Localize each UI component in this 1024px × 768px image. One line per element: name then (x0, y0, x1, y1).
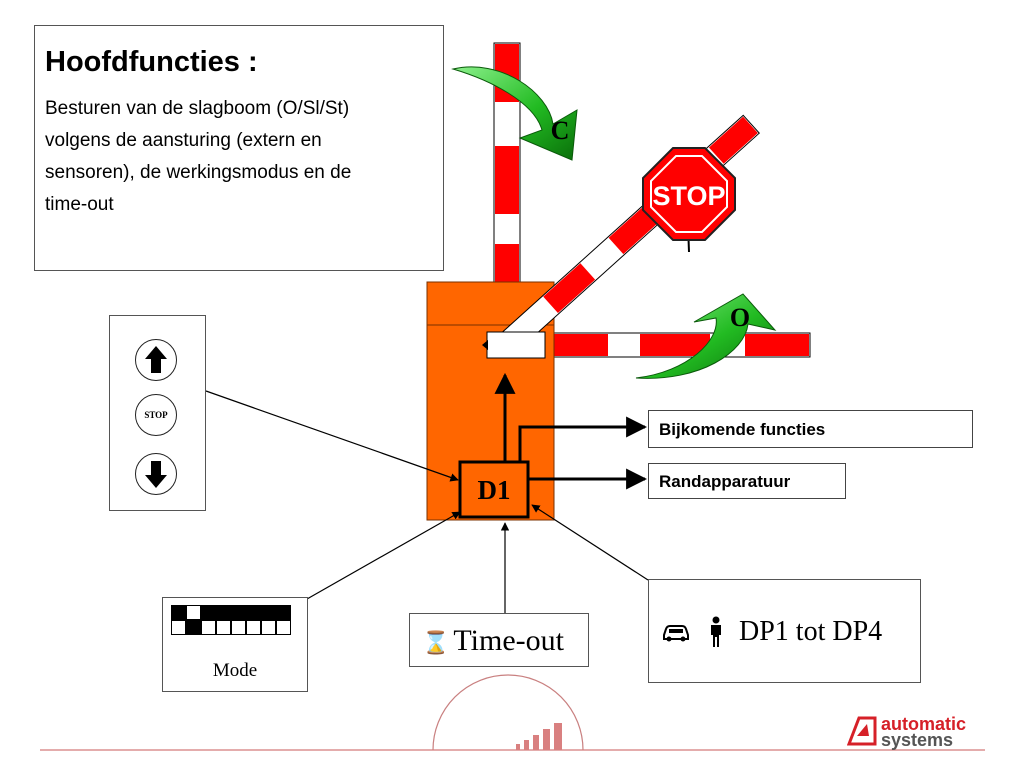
close-arrow-icon (451, 66, 578, 161)
stop-sign-text: STOP (652, 181, 725, 211)
close-label: C (551, 116, 570, 145)
mode-switch-cell (201, 620, 216, 635)
mode-switch-cell (216, 605, 231, 620)
stop-button-label: STOP (144, 410, 168, 420)
mode-switch-cell (246, 620, 261, 635)
main-functions-line: Besturen van de slagboom (O/Sl/St) (45, 98, 350, 119)
mode-label: Mode (212, 660, 258, 681)
detectors-box: DP1 tot DP4 (648, 579, 921, 683)
d1-label: D1 (478, 475, 511, 505)
mode-switch-cell (186, 605, 201, 620)
main-functions-box: Hoofdfuncties : Besturen van de slagboom… (34, 25, 444, 271)
mode-switch-cell (246, 605, 261, 620)
stop-sign-icon: STOP (642, 147, 736, 253)
logo-mark-icon (847, 716, 877, 746)
main-functions-title: Hoofdfuncties : (45, 46, 258, 78)
barrier-hub (486, 331, 546, 359)
detectors-label: DP1 tot DP4 (739, 615, 883, 647)
up-button[interactable] (135, 339, 177, 381)
down-arrow-icon (145, 461, 167, 488)
footer-arc (432, 674, 584, 751)
hourglass-icon: ⌛ (422, 630, 450, 655)
mode-switch-cell (261, 605, 276, 620)
d1-controller (458, 460, 530, 519)
remote-control-panel: STOP (109, 315, 206, 511)
timeout-box: ⌛Time-out (409, 613, 589, 667)
mode-switch-cell (171, 605, 186, 620)
pivot-marker (482, 340, 488, 350)
mode-row (171, 605, 291, 620)
arrow-d1-to-extra (518, 416, 648, 462)
mode-switch-cell (231, 620, 246, 635)
car-icon (663, 624, 689, 642)
mode-dip-switch (171, 605, 291, 635)
automatic-systems-logo: automatic systems (847, 711, 987, 751)
arrow-detectors-to-d1 (531, 504, 649, 581)
logo-line-automatic: automatic (881, 714, 967, 734)
mode-switch-cell (201, 605, 216, 620)
person-icon (711, 616, 721, 647)
mode-switch-cell (231, 605, 246, 620)
footer-bars-icon (516, 723, 562, 750)
mode-box: Mode (162, 597, 308, 692)
down-button[interactable] (135, 453, 177, 495)
stop-button[interactable]: STOP (135, 394, 177, 436)
mode-switch-cell (216, 620, 231, 635)
mode-switch-cell (276, 620, 291, 635)
main-functions-line: time-out (45, 194, 114, 215)
mode-switch-cell (276, 605, 291, 620)
peripherals-box: Randapparatuur (648, 463, 846, 499)
arrow-mode-to-d1 (299, 511, 461, 604)
up-arrow-icon (145, 346, 167, 373)
mode-switch-cell (261, 620, 276, 635)
logo-line-systems: systems (881, 730, 954, 750)
mode-switch-cell (171, 620, 186, 635)
mode-row (171, 620, 291, 635)
timeout-label: Time-out (453, 624, 564, 657)
main-functions-line: sensoren), de werkingsmodus en de (45, 162, 352, 183)
mode-switch-cell (186, 620, 201, 635)
open-arrow-icon (635, 293, 777, 379)
main-functions-line: volgens de aansturing (extern en (45, 130, 322, 151)
open-label: O (730, 303, 750, 332)
arrow-remote-to-d1 (205, 390, 459, 482)
barrier-arm-horizontal (544, 332, 811, 358)
extra-functions-box: Bijkomende functies (648, 410, 973, 448)
